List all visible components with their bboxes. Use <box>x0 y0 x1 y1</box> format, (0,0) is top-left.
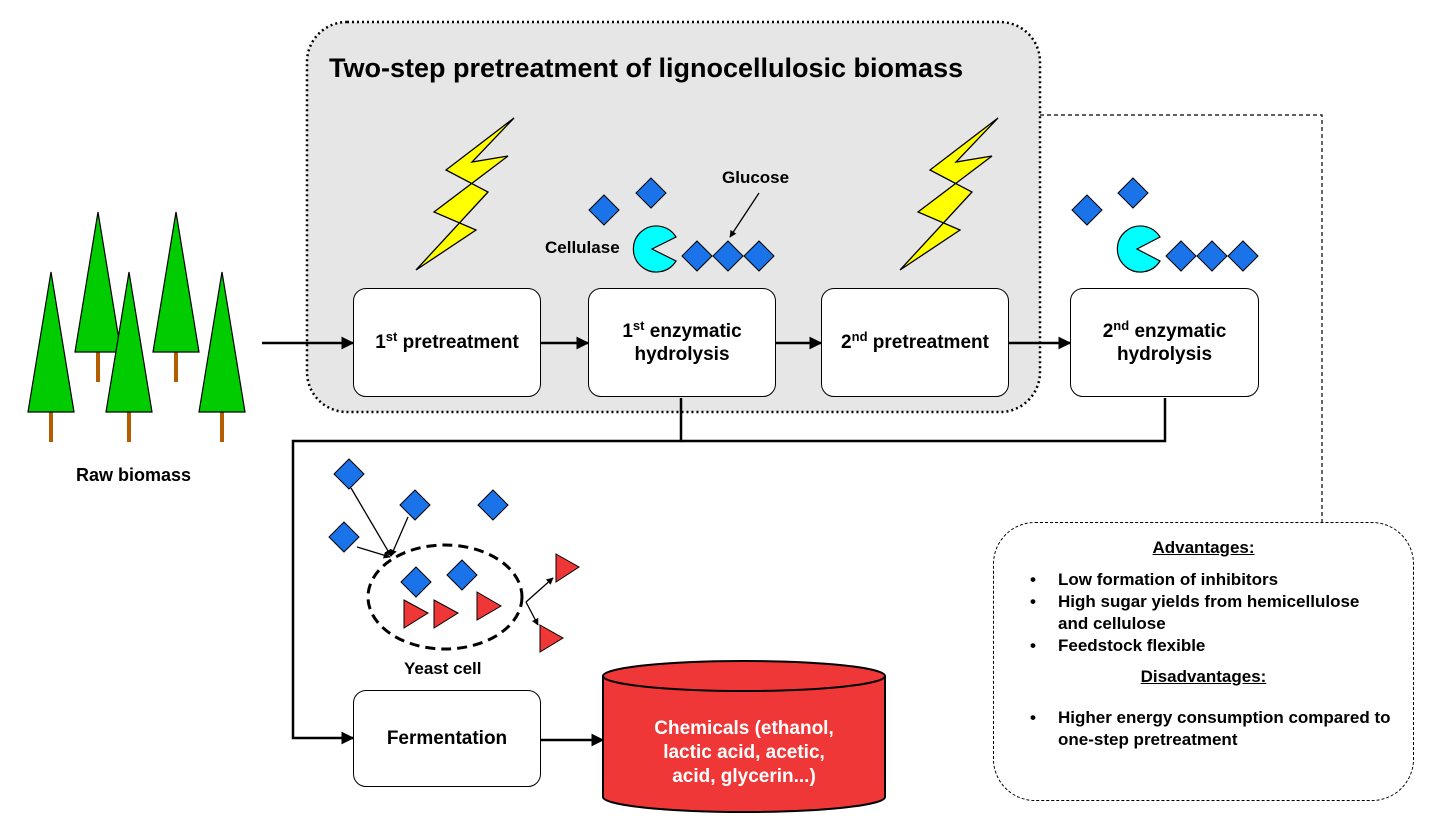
glucose-chain-icon <box>1165 240 1197 272</box>
uptake-arrow <box>350 487 392 557</box>
disadvantages-heading: Disadvantages: <box>1140 667 1267 686</box>
glucose-icon <box>1117 177 1149 209</box>
glucose-chain-icon <box>1196 240 1228 272</box>
cellulase-label: Cellulase <box>545 238 620 257</box>
yeast-cell-label: Yeast cell <box>404 659 482 678</box>
glucose-label: Glucose <box>722 168 790 187</box>
advantage-item: High sugar yields from hemicellulose and… <box>1030 591 1413 635</box>
line-hydrolysis-to-fermentation <box>291 398 683 745</box>
product-triangle-icon <box>403 599 429 629</box>
yeast-cell-outline <box>366 543 524 651</box>
line-hydrolysis-2-merge <box>681 398 1167 443</box>
disadvantages-list: Higher energy consumption compared to on… <box>994 707 1413 751</box>
glucose-icon <box>446 559 478 591</box>
raw-biomass-label: Raw biomass <box>76 465 192 485</box>
advantage-item: Low formation of inhibitors <box>1030 569 1413 591</box>
advantages-heading: Advantages: <box>1152 538 1255 557</box>
advantages-disadvantages-box: Advantages: Low formation of inhibitors … <box>993 522 1414 801</box>
glucose-icon <box>328 521 360 553</box>
trees-icon <box>27 211 246 443</box>
uptake-arrow <box>356 546 391 559</box>
advantage-item: Feedstock flexible <box>1030 635 1413 657</box>
export-arrow <box>525 601 539 626</box>
diagram-title: Two-step pretreatment of lignocellulosic… <box>329 53 964 83</box>
cellulase-enzyme-icon <box>632 225 677 273</box>
disadvantage-item: Higher energy consumption compared to on… <box>1030 707 1413 751</box>
glucose-icon <box>333 458 365 490</box>
uptake-arrow <box>390 516 409 557</box>
glucose-icon <box>399 489 431 521</box>
product-triangle-icon <box>555 553 580 583</box>
glucose-icon <box>400 566 432 598</box>
export-arrow <box>525 577 554 603</box>
glucose-pointer-arrow <box>729 192 760 238</box>
glucose-chain-icon <box>1227 240 1259 272</box>
advantages-connector <box>1040 114 1323 522</box>
chemicals-cylinder <box>602 660 886 813</box>
cellulase-enzyme-icon <box>1116 225 1161 273</box>
chemicals-label: Chemicals (ethanol, lactic acid, acetic,… <box>654 718 834 787</box>
product-triangle-icon <box>476 591 502 621</box>
step-pretreatment-2: 2nd pretreatment <box>821 288 1009 397</box>
advantages-list: Low formation of inhibitors High sugar y… <box>994 569 1413 657</box>
step-pretreatment-1: 1st pretreatment <box>353 288 541 397</box>
glucose-icon <box>477 489 509 521</box>
product-triangle-icon <box>539 624 564 653</box>
step-fermentation: Fermentation <box>353 690 541 787</box>
product-triangle-icon <box>433 599 459 629</box>
glucose-icon <box>1071 194 1103 226</box>
